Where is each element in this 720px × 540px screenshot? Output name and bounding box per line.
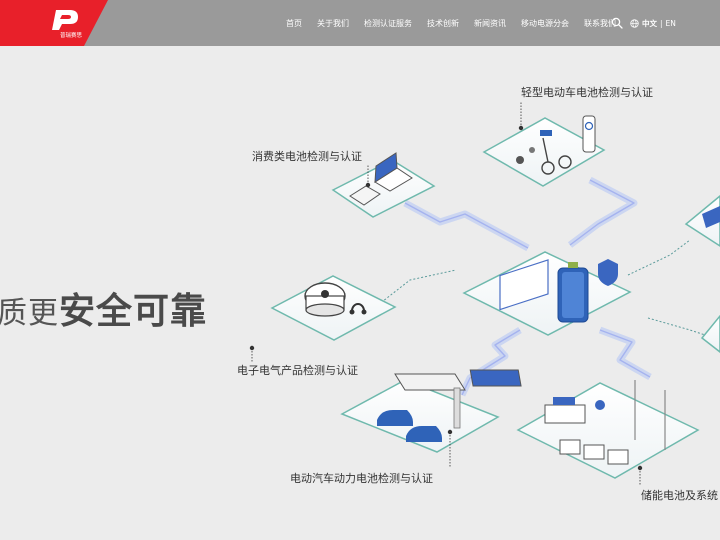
nav-about[interactable]: 关于我们 xyxy=(317,18,349,28)
nav-power-bank-branch[interactable]: 移动电源分会 xyxy=(521,18,569,28)
brand-logo[interactable]: 普瑞赛思 xyxy=(0,0,108,46)
logo-mark-icon xyxy=(52,10,78,30)
tile-consumer-battery[interactable] xyxy=(331,152,436,218)
hero-headline: 质更安全可靠 xyxy=(0,294,207,330)
lang-chinese[interactable]: 中文 xyxy=(642,18,657,28)
label-pins xyxy=(249,102,643,486)
lang-english[interactable]: EN xyxy=(665,18,676,28)
main-nav: 首页 关于我们 检测认证服务 技术创新 新闻资讯 移动电源分会 联系我们 xyxy=(286,0,631,46)
lang-separator: | xyxy=(660,18,663,28)
tile-electronic[interactable] xyxy=(270,275,397,341)
hero-banner: 质更安全可靠 轻型电动车电池检测与认证 消费类电池检测与认证 电子电气产品检测与… xyxy=(0,46,720,540)
tile-right-partial-top[interactable] xyxy=(684,195,720,247)
label-energy-storage[interactable]: 储能电池及系统 xyxy=(641,489,718,502)
service-network-illustration xyxy=(249,102,720,486)
tile-storage[interactable] xyxy=(516,380,700,479)
tile-ev-power[interactable] xyxy=(340,369,522,453)
tile-light-ev[interactable] xyxy=(482,115,606,187)
hero-headline-prefix: 质更 xyxy=(0,296,59,331)
nav-testing-services[interactable]: 检测认证服务 xyxy=(364,18,412,28)
label-ev-power-battery[interactable]: 电动汽车动力电池检测与认证 xyxy=(290,472,433,485)
globe-icon xyxy=(630,18,639,28)
tile-center-hub xyxy=(462,251,632,336)
search-icon[interactable] xyxy=(611,17,623,29)
label-electronic-products[interactable]: 电子电气产品检测与认证 xyxy=(237,364,358,377)
language-switcher: 中文 | EN xyxy=(630,17,676,29)
nav-news[interactable]: 新闻资讯 xyxy=(474,18,506,28)
hero-headline-main: 安全可靠 xyxy=(59,291,208,332)
nav-home[interactable]: 首页 xyxy=(286,18,302,28)
site-header: 普瑞赛思 首页 关于我们 检测认证服务 技术创新 新闻资讯 移动电源分会 联系我… xyxy=(0,0,720,46)
label-consumer-battery[interactable]: 消费类电池检测与认证 xyxy=(252,150,362,163)
logo-text: 普瑞赛思 xyxy=(60,31,83,39)
nav-contact[interactable]: 联系我们 xyxy=(584,18,616,28)
label-light-ev-battery[interactable]: 轻型电动车电池检测与认证 xyxy=(521,86,653,99)
nav-tech-innovation[interactable]: 技术创新 xyxy=(427,18,459,28)
tile-right-partial-mid[interactable] xyxy=(700,314,720,353)
connector-lines xyxy=(404,179,651,396)
